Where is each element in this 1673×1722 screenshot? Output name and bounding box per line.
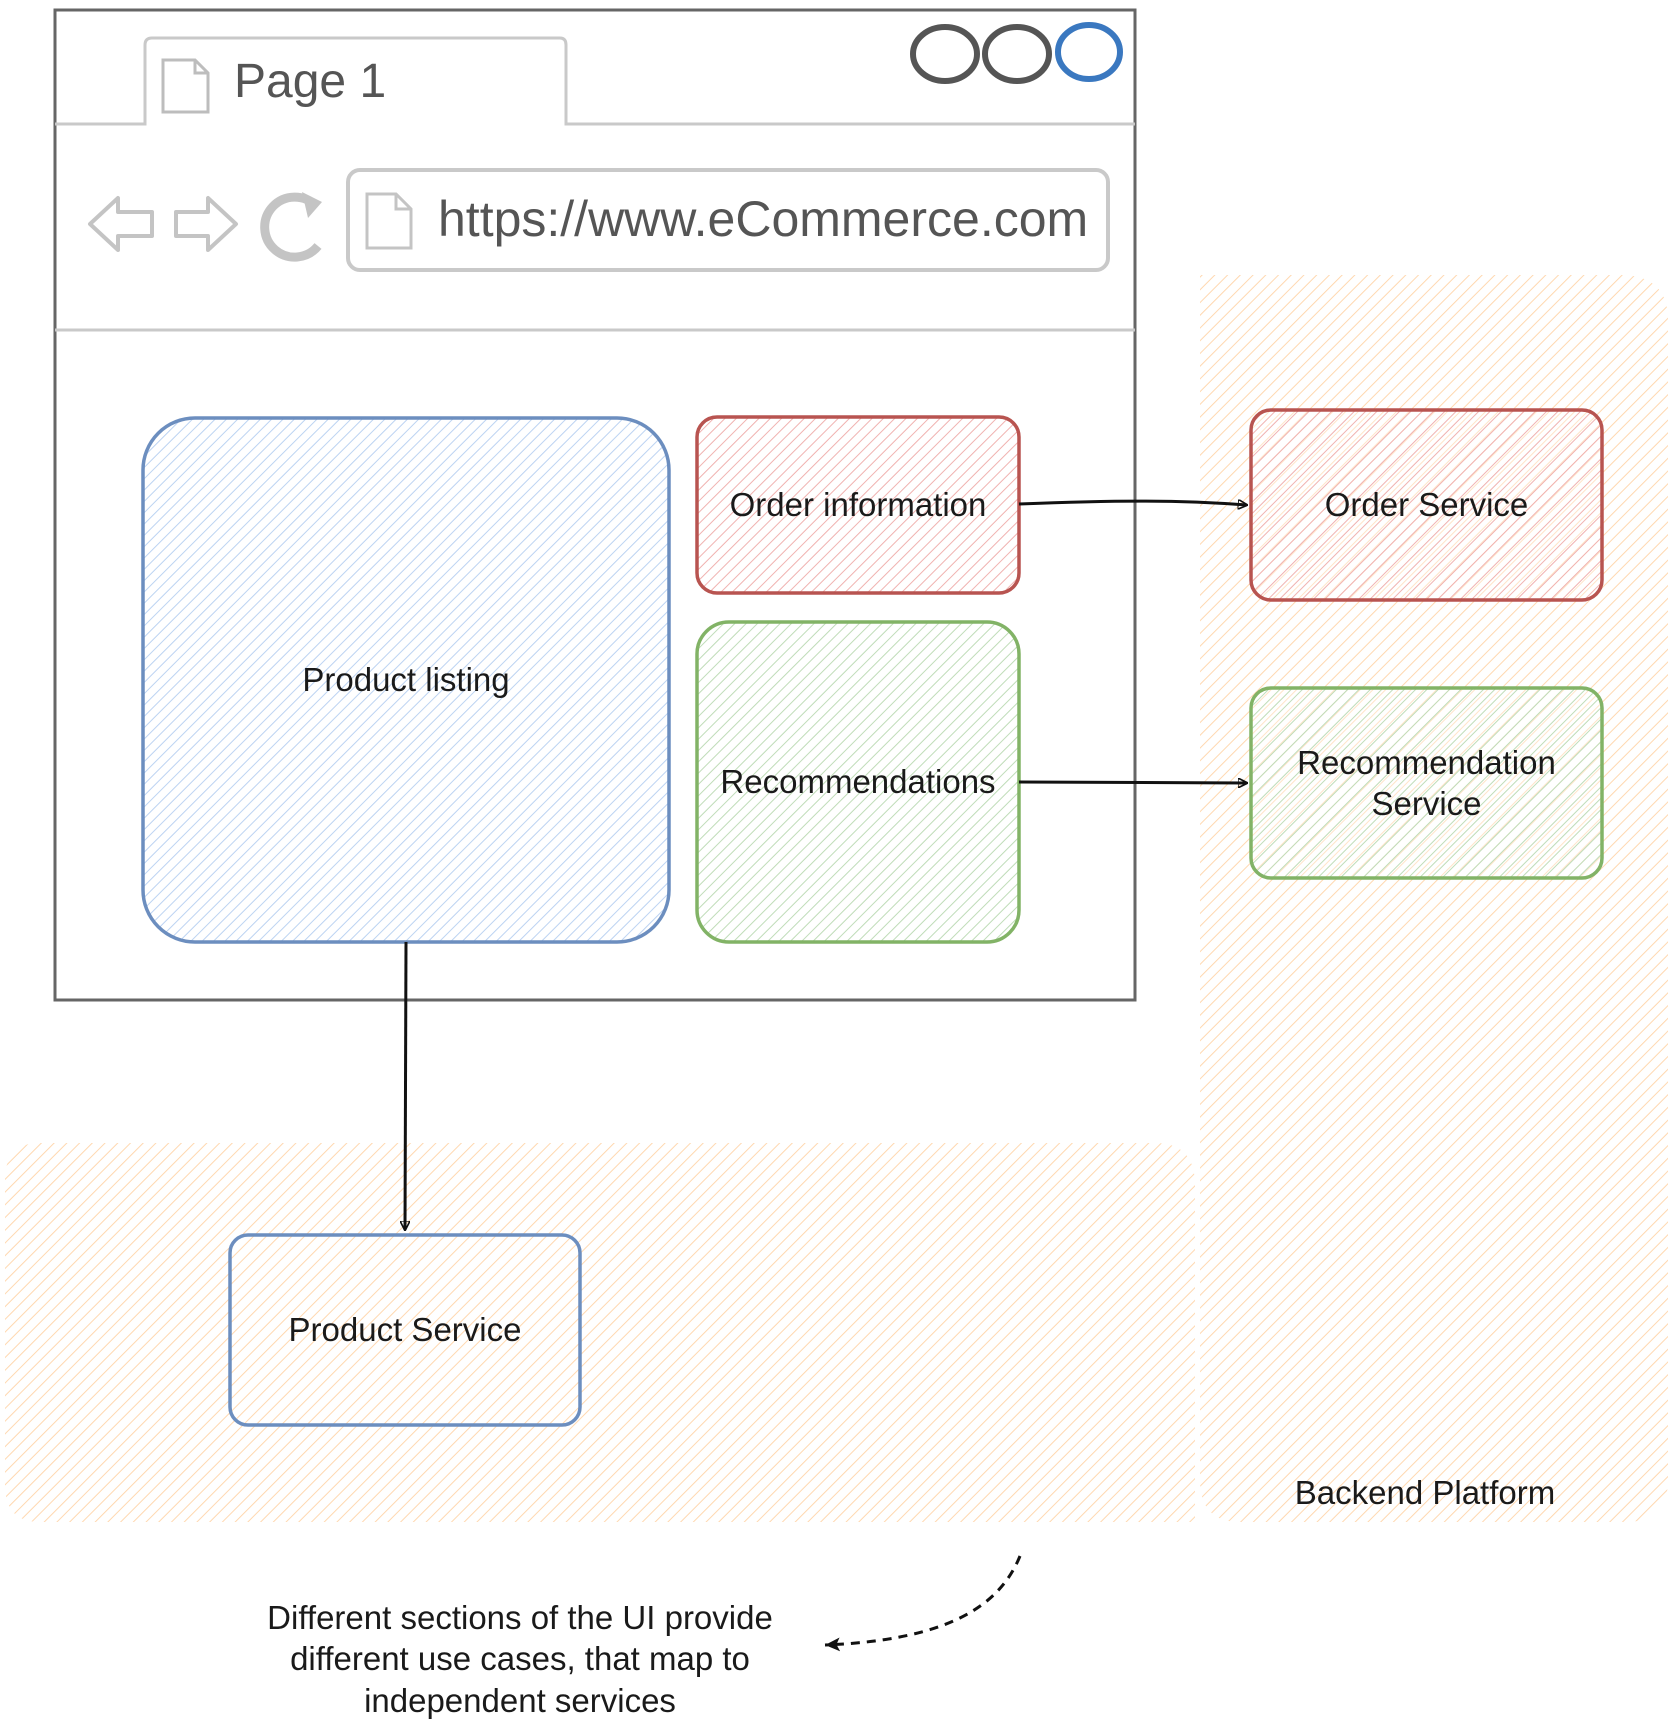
order-service-label: Order Service: [1324, 486, 1529, 524]
recommendation-service-label: Recommendation Service: [1297, 743, 1556, 822]
order-information-box[interactable]: [695, 415, 1021, 595]
tab-title[interactable]: Page 1: [234, 55, 387, 108]
window-control-circle-3: [1055, 22, 1123, 82]
diagram-caption: Different sections of the UI provide dif…: [267, 1599, 773, 1719]
recommendation-service-box[interactable]: [1249, 686, 1604, 880]
forward-arrow-icon[interactable]: [174, 196, 238, 252]
window-control-icons[interactable]: [910, 22, 1123, 84]
product-service-label: Product Service: [288, 1311, 522, 1349]
document-icon: [161, 58, 210, 114]
recommendations-label: Recommendations: [720, 763, 996, 801]
order-information-label: Order information: [729, 486, 987, 524]
reload-icon[interactable]: [260, 192, 322, 262]
product-service-box[interactable]: [228, 1233, 582, 1427]
window-control-circle-2: [982, 24, 1052, 84]
order-arrow: [1018, 501, 1247, 505]
url-text[interactable]: https://www.eCommerce.com: [438, 191, 1089, 247]
window-control-circle-1: [910, 24, 980, 84]
product-arrow: [405, 941, 406, 1230]
backend-platform-label: Backend Platform: [1294, 1474, 1556, 1512]
recommendation-arrow: [1018, 782, 1247, 783]
product-listing-label: Product listing: [302, 661, 510, 699]
order-service-box[interactable]: [1249, 408, 1604, 602]
caption-pointer-arrow: [824, 1555, 1022, 1652]
address-bar[interactable]: [346, 168, 1110, 272]
back-arrow-icon[interactable]: [88, 196, 154, 252]
